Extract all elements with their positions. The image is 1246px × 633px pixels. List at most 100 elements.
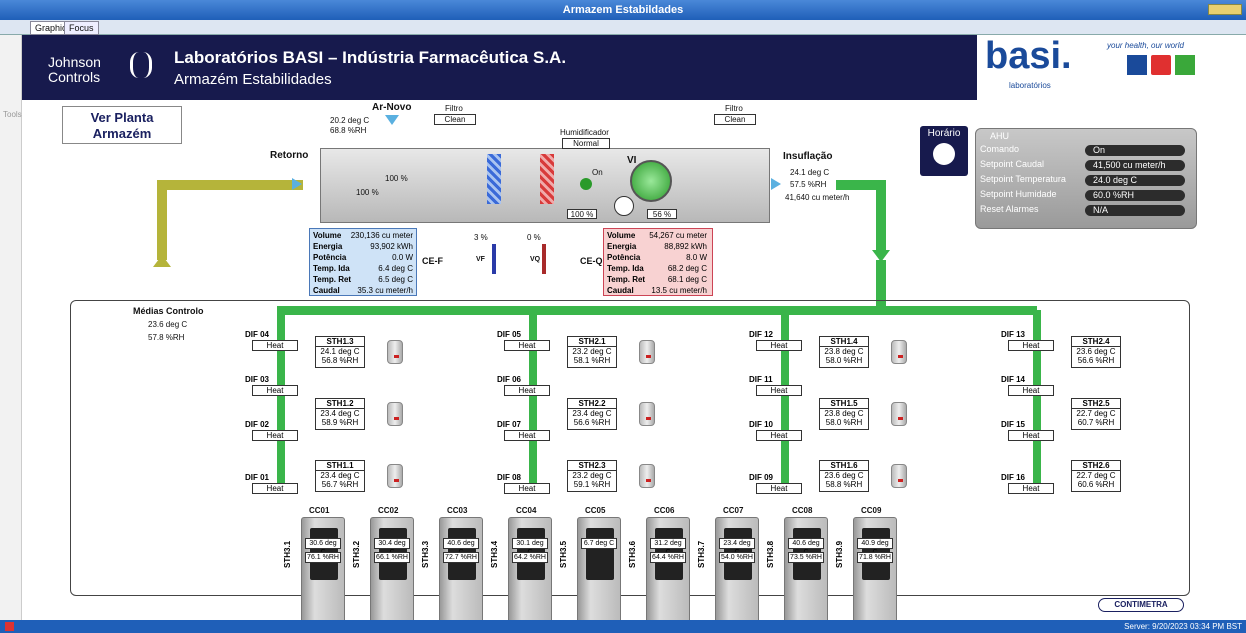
cabinet-rh: 64.2 %RH <box>512 552 548 563</box>
tab-focus[interactable]: Focus <box>64 21 99 35</box>
supply-arrow-icon <box>872 250 890 262</box>
climatic-cabinet[interactable] <box>301 517 345 627</box>
cabinet-label: CC02 <box>378 506 399 515</box>
cold-pipe-icon <box>492 244 496 274</box>
branch-duct <box>781 310 789 486</box>
dif-mode[interactable]: Heat <box>504 430 550 441</box>
ar-novo-label: Ar-Novo <box>372 102 412 113</box>
dif-label: DIF 10 <box>749 420 774 429</box>
cabinet-rh: 66.1 %RH <box>374 552 410 563</box>
cabinet-temp: 30.1 deg C <box>512 538 548 556</box>
alarm-icon[interactable] <box>5 622 14 631</box>
climatic-cabinet[interactable] <box>439 517 483 627</box>
sensor-device-icon <box>639 464 655 488</box>
dif-mode[interactable]: Heat <box>252 430 298 441</box>
dif-mode[interactable]: Heat <box>1008 340 1054 351</box>
dif-label: DIF 01 <box>245 473 270 482</box>
climatic-cabinet[interactable] <box>646 517 690 627</box>
vq-pct: 0 % <box>527 233 541 242</box>
climatic-cabinet[interactable] <box>853 517 897 627</box>
sensor-device-icon <box>639 402 655 426</box>
dif-mode[interactable]: Heat <box>756 340 802 351</box>
dif-mode[interactable]: Heat <box>1008 385 1054 396</box>
cabinet-rh: 54.0 %RH <box>719 552 755 563</box>
window-title-bar: Armazem Estabildades <box>0 0 1246 20</box>
ar-novo-rh: 68.8 %RH <box>330 126 367 135</box>
dif-mode[interactable]: Heat <box>252 483 298 494</box>
dif-mode[interactable]: Heat <box>504 385 550 396</box>
climatic-cabinet[interactable] <box>715 517 759 627</box>
flask-icon <box>1127 55 1147 75</box>
dif-mode[interactable]: Heat <box>756 430 802 441</box>
retorno-label: Retorno <box>270 150 309 161</box>
window-controls[interactable] <box>1208 4 1242 15</box>
dif-label: DIF 02 <box>245 420 270 429</box>
cabinet-temp: 40.9 deg C <box>857 538 893 556</box>
return-arrow-icon <box>153 255 171 267</box>
dif-mode[interactable]: Heat <box>756 385 802 396</box>
climatic-cabinet[interactable] <box>370 517 414 627</box>
cabinet-sensor-label: STH3.7 <box>697 540 706 568</box>
contimetra-logo: CONTIMETRA <box>1098 598 1184 612</box>
cabinet-temp: 31.2 deg C <box>650 538 686 556</box>
ver-planta-button[interactable]: Ver Planta Armazém <box>62 106 182 144</box>
cabinet-label: CC09 <box>861 506 882 515</box>
heating-coil-icon <box>540 154 554 204</box>
dif-label: DIF 03 <box>245 375 270 384</box>
cabinet-label: CC06 <box>654 506 675 515</box>
medias-rh: 57.8 %RH <box>148 333 185 342</box>
climatic-cabinet[interactable] <box>784 517 828 627</box>
ceq-label: CE-Q <box>580 256 603 266</box>
dif-label: DIF 08 <box>497 473 522 482</box>
climatic-cabinet[interactable] <box>508 517 552 627</box>
sensor-device-icon <box>387 402 403 426</box>
cabinet-label: CC05 <box>585 506 606 515</box>
dif-label: DIF 11 <box>749 375 773 384</box>
insuflacao-flow: 41,640 cu meter/h <box>785 193 850 202</box>
cabinet-temp: 40.6 deg C <box>788 538 824 556</box>
cabinet-label: CC01 <box>309 506 330 515</box>
horario-button[interactable]: Horário <box>920 126 968 176</box>
dif-mode[interactable]: Heat <box>504 340 550 351</box>
cabinet-temp: 40.6 deg C <box>443 538 479 556</box>
dif-mode[interactable]: Heat <box>1008 483 1054 494</box>
dif-mode[interactable]: Heat <box>252 385 298 396</box>
dif-label: DIF 07 <box>497 420 522 429</box>
humidificador-state: Normal <box>562 138 610 149</box>
climatic-cabinet[interactable] <box>577 517 621 627</box>
humidifier-pct: 100 % <box>567 209 597 219</box>
horario-label: Horário <box>927 128 961 139</box>
dif-mode[interactable]: Heat <box>756 483 802 494</box>
cabinet-rh: 64.4 %RH <box>650 552 686 563</box>
supply-duct-down <box>876 260 886 312</box>
dif-mode[interactable]: Heat <box>252 340 298 351</box>
cabinet-temp: 30.4 deg C <box>374 538 410 556</box>
dif-label: DIF 05 <box>497 330 522 339</box>
tools-label[interactable]: Tools <box>3 110 22 119</box>
dif-mode[interactable]: Heat <box>504 483 550 494</box>
cabinet-sensor-label: STH3.5 <box>559 540 568 568</box>
ar-novo-temp: 20.2 deg C <box>330 116 370 125</box>
smile-icon <box>1175 55 1195 75</box>
left-tool-strip: Tools <box>0 35 22 620</box>
cabinet-label: CC08 <box>792 506 813 515</box>
dif-mode[interactable]: Heat <box>1008 430 1054 441</box>
